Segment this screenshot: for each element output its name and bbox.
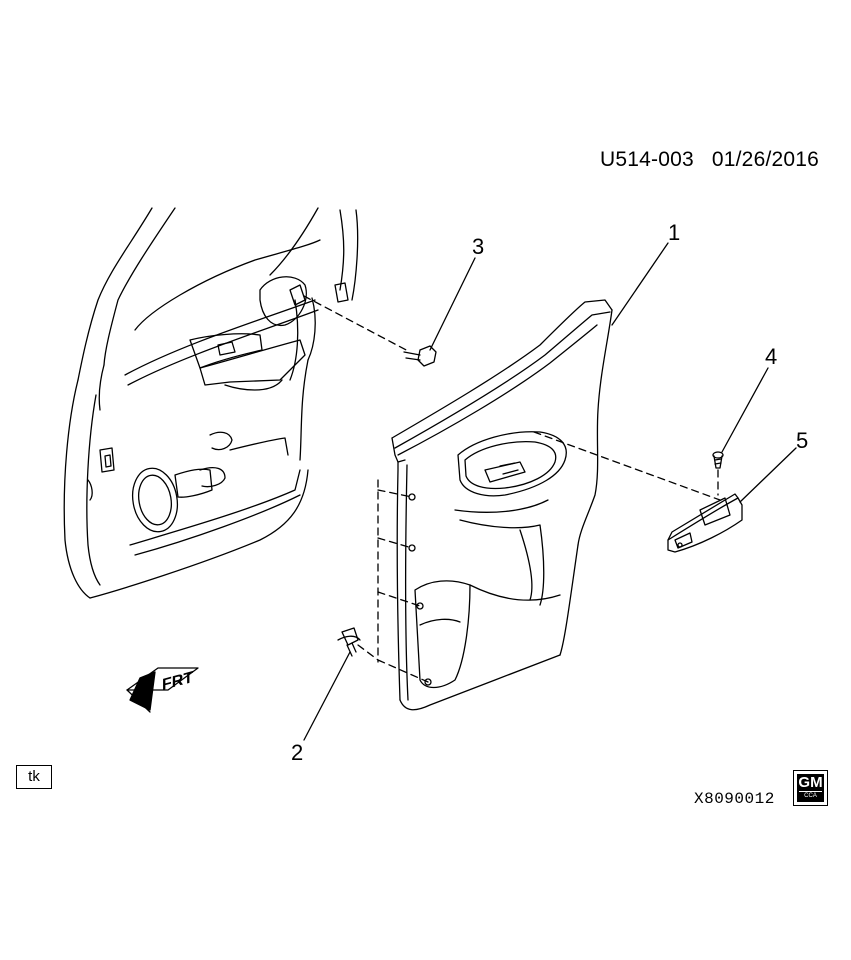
diagram-code: U514-003 (600, 148, 694, 171)
illustration-id: X8090012 (694, 790, 775, 808)
gm-logo-subtext: CCA (804, 793, 817, 799)
diagram-date: 01/26/2016 (711, 148, 819, 171)
trim-panel-part-1 (391, 299, 613, 711)
callout-5: 5 (796, 428, 809, 453)
tag-box: tk (16, 765, 52, 789)
screw-part-4 (712, 451, 724, 469)
gm-logo-icon: GM CCA (793, 770, 828, 806)
callout-1: 1 (668, 220, 681, 245)
switch-bezel-part-5 (667, 493, 743, 553)
gm-logo-text: GM (798, 774, 823, 791)
callout-3: 3 (472, 234, 485, 259)
alignment-lines (303, 295, 721, 683)
leader-lines (303, 242, 797, 741)
callout-2: 2 (291, 740, 304, 765)
retainer-part-2 (337, 627, 361, 657)
callout-4: 4 (765, 344, 778, 369)
diagram-header: U514-003 01/26/2016 (600, 148, 819, 172)
front-direction-arrow-icon (126, 667, 199, 713)
bolt-part-3 (403, 345, 437, 367)
door-frame (63, 207, 359, 599)
